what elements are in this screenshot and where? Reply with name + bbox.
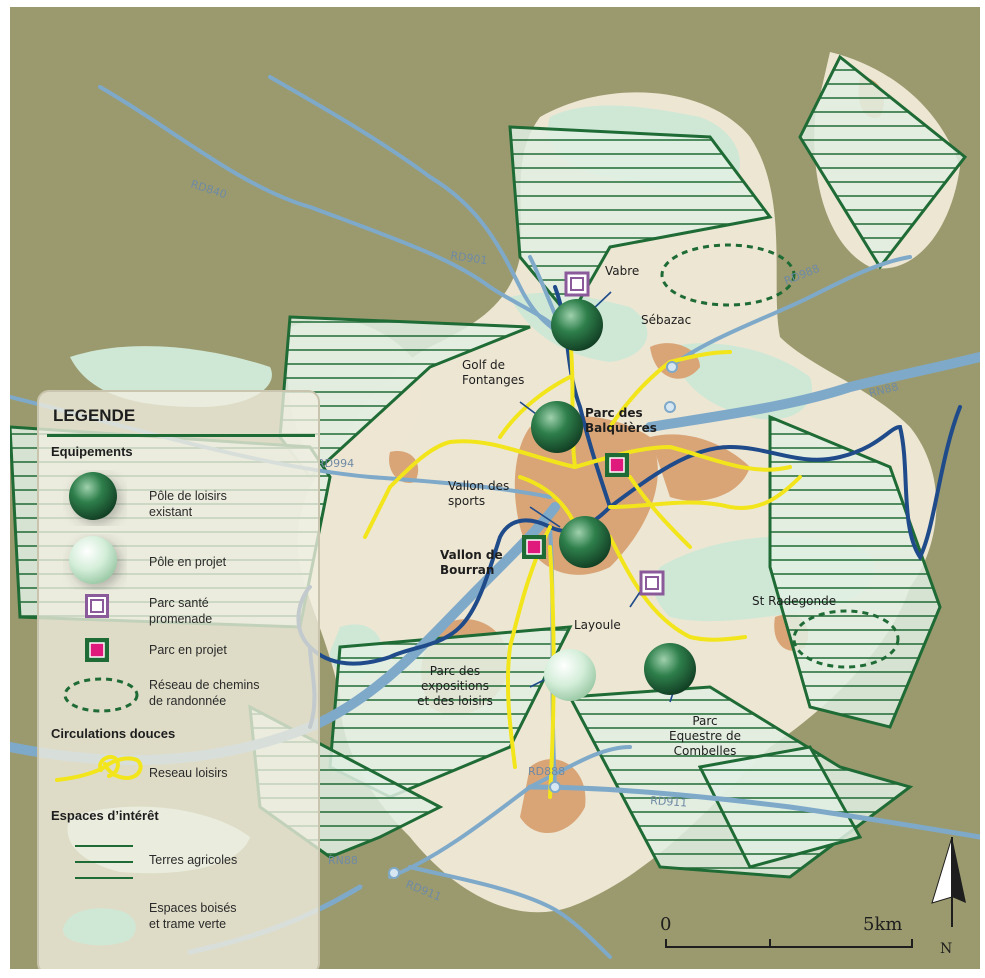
legend-section-espaces: Espaces d’intérêt <box>51 808 159 823</box>
place-st-radegonde: St Radegonde <box>752 594 836 608</box>
pole-vabre-marker <box>551 299 603 351</box>
north-arrow: N <box>931 836 966 957</box>
legend-parc-projet-label: Parc en projet <box>149 643 227 657</box>
legend-reseau-loisirs-icon <box>55 755 143 782</box>
legend-section-circulations: Circulations douces <box>51 726 176 741</box>
place-vabre: Vabre <box>605 264 639 278</box>
pole-vallon-sports-marker <box>559 516 611 568</box>
road-label-rd911-east: RD911 <box>650 794 688 810</box>
legend-parc-sante-icon <box>85 594 109 618</box>
legend-section-equipements: Equipements <box>51 444 133 459</box>
pole-existant-markers <box>531 299 696 695</box>
road-label-rd901-north: RD901 <box>450 249 489 267</box>
legend-pole-projet-icon <box>69 536 121 588</box>
road-nodes <box>388 361 678 879</box>
legend-title: LEGENDE <box>53 406 136 425</box>
legend-pole-existant-label: Pôle de loisirs existant <box>149 489 227 519</box>
legend-espaces-boises-icon <box>63 908 136 946</box>
pole-expositions-marker <box>544 649 596 701</box>
pole-equestre-marker <box>644 643 696 695</box>
place-sebazac: Sébazac <box>641 313 691 327</box>
legend-terres-agricoles-icon <box>75 845 133 879</box>
scale-start-label: 0 <box>660 914 671 935</box>
scale-end-label: 5km <box>863 914 902 935</box>
parc-sante-markers <box>564 271 665 596</box>
scale-bar: 0 5km <box>660 914 913 948</box>
legend-parc-projet-icon <box>85 638 109 662</box>
legend-espaces-boises-label: Espaces boisés et trame verte <box>149 901 237 931</box>
road-label-rd994: RD994 <box>317 457 354 470</box>
legend-parc-sante-label: Parc santé promenade <box>149 596 213 626</box>
parc-projet-markers <box>522 453 629 559</box>
north-label: N <box>940 941 952 957</box>
place-layoule: Layoule <box>574 618 621 632</box>
hiking-loop-sebazac <box>660 243 796 307</box>
legend-reseau-chemins-label: Réseau de chemins de randonnée <box>149 678 260 708</box>
hiking-loop-st-radegonde <box>792 609 900 669</box>
pole-golf-marker <box>531 401 583 453</box>
legend-title-rule <box>47 434 315 437</box>
legend-pole-existant-icon <box>69 472 121 524</box>
road-label-rn88-south: RN88 <box>328 854 358 867</box>
legend-panel: LEGENDE Equipements Pôle de loisirs exis… <box>37 390 320 969</box>
legend-pole-projet-label: Pôle en projet <box>149 555 227 569</box>
legend-terres-agricoles-label: Terres agricoles <box>149 853 238 867</box>
legend-reseau-loisirs-label: Reseau loisirs <box>149 766 228 780</box>
legend-reseau-chemins-icon <box>63 677 139 713</box>
road-label-rd888: RD888 <box>528 765 565 778</box>
